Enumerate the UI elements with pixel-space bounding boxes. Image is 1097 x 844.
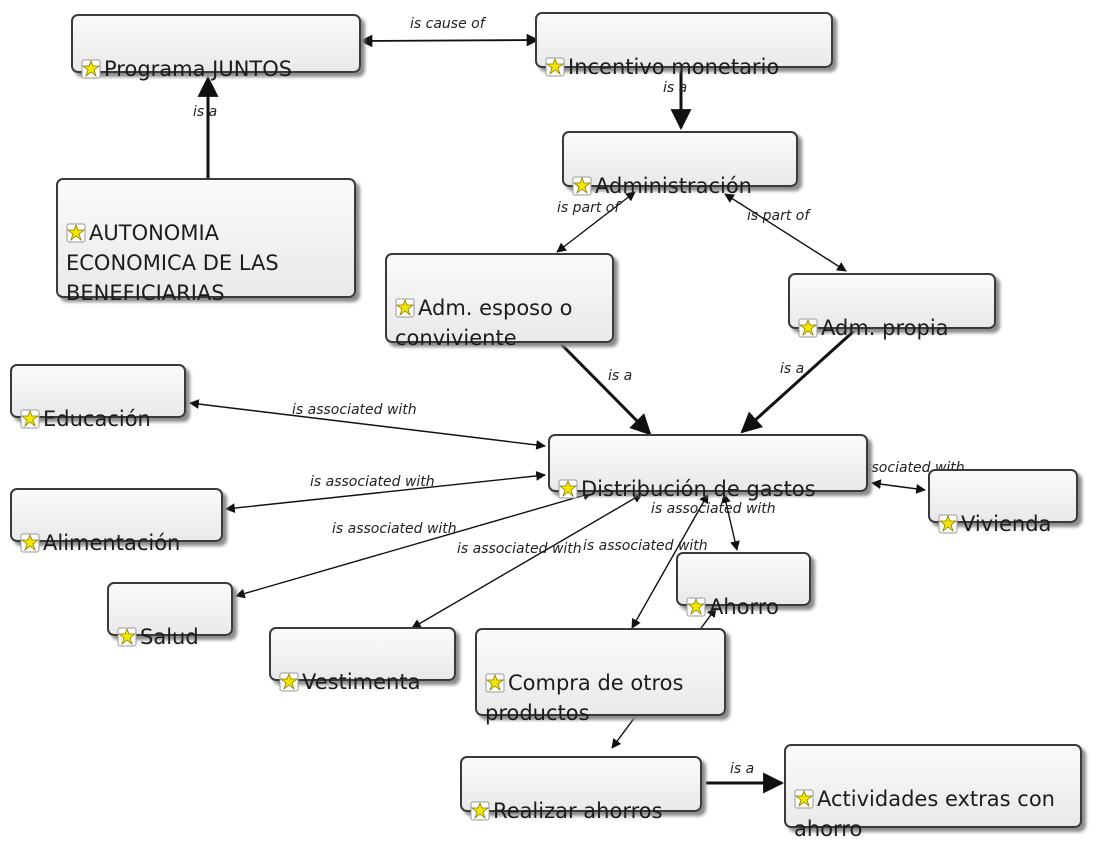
concept-node-adm-propia[interactable]: Adm. propia <box>788 273 996 340</box>
link-educacion <box>189 399 546 450</box>
concept-node-educacion[interactable]: Educación <box>10 364 186 431</box>
link-label-partof-1: is part of <box>557 200 621 216</box>
concept-node-vestimenta[interactable]: Vestimenta <box>269 627 456 694</box>
link-cause <box>359 33 540 48</box>
concept-star-icon <box>798 318 818 338</box>
node-label: Ahorro <box>709 595 779 619</box>
node-label: Educación <box>43 407 151 431</box>
link-label-assoc-2: is associated with <box>310 474 435 490</box>
concept-star-icon <box>794 789 814 809</box>
link-compra <box>631 493 709 629</box>
concept-node-distribucion[interactable]: Distribución de gastos <box>548 434 868 501</box>
concept-node-actividades[interactable]: Actividades extras con ahorro <box>784 744 1082 841</box>
link-label-isa-2: is a <box>663 80 687 96</box>
concept-star-icon <box>20 409 40 429</box>
concept-node-autonomia[interactable]: AUTONOMIA ECONOMICA DE LAS BENEFICIARIAS <box>56 178 356 305</box>
link-label-isa-3: is a <box>608 368 632 384</box>
node-label: Salud <box>140 625 199 649</box>
concept-node-alimentacion[interactable]: Alimentación <box>10 488 223 555</box>
node-label: Vivienda <box>961 512 1052 536</box>
node-label: Compra de otros productos <box>485 671 684 725</box>
concept-star-icon <box>686 597 706 617</box>
link-vivienda <box>871 479 926 494</box>
concept-star-icon <box>117 627 137 647</box>
concept-star-icon <box>395 298 415 318</box>
link-label-isa-4: is a <box>780 361 804 377</box>
link-label-partof-2: is part of <box>747 208 811 224</box>
link-label-assoc-5: is associated with <box>457 541 582 557</box>
node-label: Adm. propia <box>821 316 949 340</box>
concept-node-realizar[interactable]: Realizar ahorros <box>460 756 702 823</box>
link-label-assoc-7: is associated with <box>651 501 776 517</box>
node-label: AUTONOMIA ECONOMICA DE LAS BENEFICIARIAS <box>66 221 279 305</box>
node-label: Vestimenta <box>302 670 421 694</box>
concept-star-icon <box>81 59 101 79</box>
concept-node-vivienda[interactable]: Vivienda <box>928 469 1078 536</box>
concept-node-administracion[interactable]: Administración <box>562 131 798 198</box>
link-propia-administracion <box>724 193 847 272</box>
link-label-assoc-6: is associated with <box>583 538 708 554</box>
concept-node-ahorro[interactable]: Ahorro <box>676 552 811 619</box>
link-label-isa-5: is a <box>730 761 754 777</box>
link-label-assoc-1: is associated with <box>292 402 417 418</box>
link-propia-distribucion <box>740 328 857 434</box>
concept-star-icon <box>470 801 490 821</box>
concept-star-icon <box>558 479 578 499</box>
concept-node-compra[interactable]: Compra de otros productos <box>475 628 726 725</box>
concept-node-programa[interactable]: Programa JUNTOS <box>71 14 361 81</box>
link-vestimenta <box>411 493 643 629</box>
node-label: Administración <box>595 174 752 198</box>
node-label: Alimentación <box>43 531 181 555</box>
node-label: Adm. esposo o conviviente <box>395 296 573 350</box>
concept-node-salud[interactable]: Salud <box>107 582 233 649</box>
concept-node-incentivo[interactable]: Incentivo monetario <box>535 12 833 79</box>
link-ahorro <box>721 493 740 551</box>
link-label-isa-1: is a <box>193 104 217 120</box>
link-label-cause: is cause of <box>410 16 487 32</box>
concept-star-icon <box>938 514 958 534</box>
link-esposo-distribucion <box>558 341 652 436</box>
concept-node-adm-esposo[interactable]: Adm. esposo o conviviente <box>385 253 614 350</box>
concept-star-icon <box>20 533 40 553</box>
concept-star-icon <box>485 673 505 693</box>
node-label: Realizar ahorros <box>493 799 663 823</box>
node-label: Programa JUNTOS <box>104 57 293 81</box>
node-label: Distribución de gastos <box>581 477 816 501</box>
link-label-assoc-4: is associated with <box>332 521 457 537</box>
concept-star-icon <box>66 223 86 243</box>
link-esposo-administracion <box>556 191 636 253</box>
node-label: Actividades extras con ahorro <box>794 787 1055 841</box>
concept-star-icon <box>545 57 565 77</box>
node-label: Incentivo monetario <box>568 55 780 79</box>
concept-star-icon <box>572 176 592 196</box>
concept-star-icon <box>279 672 299 692</box>
